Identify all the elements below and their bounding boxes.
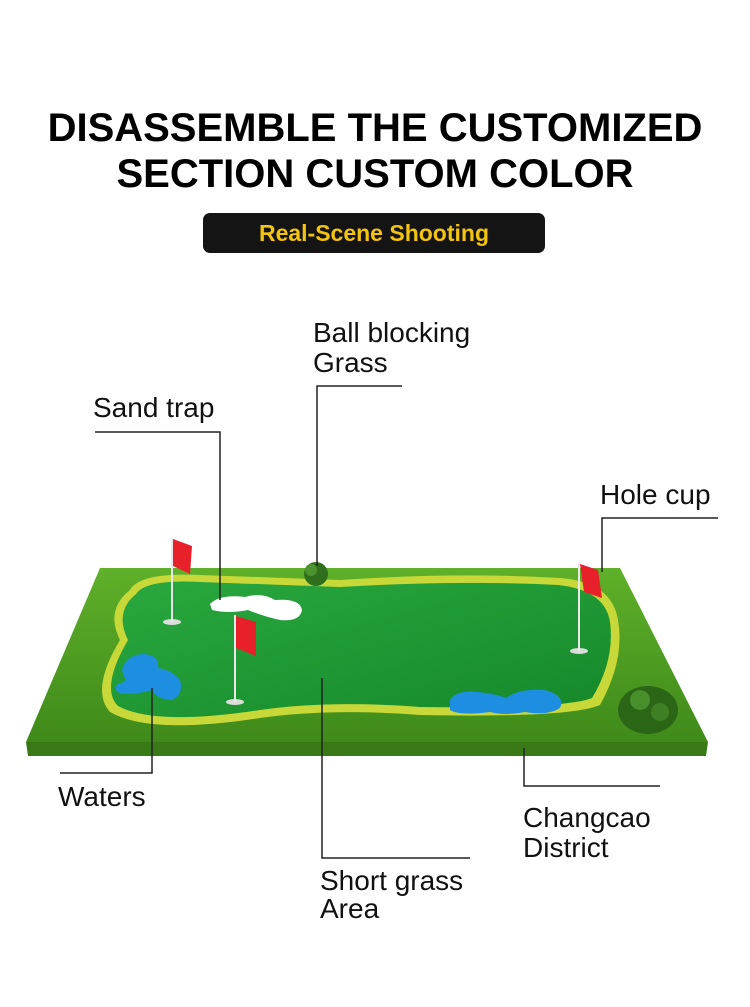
label-ball-blocking-line-2: Grass (313, 347, 388, 378)
sand-trap (210, 595, 302, 621)
label-waters: Waters (58, 781, 146, 812)
flag-icon (570, 563, 602, 654)
shrub-icon (618, 686, 678, 734)
water-left (115, 654, 181, 700)
label-changcao-line-2: District (523, 832, 609, 863)
flag-icon (226, 615, 256, 705)
label-sand-trap: Sand trap (93, 392, 215, 423)
label-short-grass-line-2: Area (320, 893, 380, 924)
label-short-grass-line-1: Short grass (320, 865, 464, 896)
label-ball-blocking-line-1: Ball blocking (313, 317, 471, 348)
page-title-line-2: SECTION CUSTOM COLOR (116, 152, 634, 196)
page-title-line-1: DISASSEMBLE THE CUSTOMIZED (47, 106, 703, 150)
shrub-icon (304, 562, 328, 586)
label-hole-cup: Hole cup (600, 479, 711, 510)
callout-lines (60, 385, 718, 859)
flag-icon (163, 538, 192, 625)
water-right (450, 689, 562, 714)
real-scene-badge: Real-Scene Shooting (203, 213, 545, 253)
label-changcao-line-1: Changcao (523, 802, 651, 833)
